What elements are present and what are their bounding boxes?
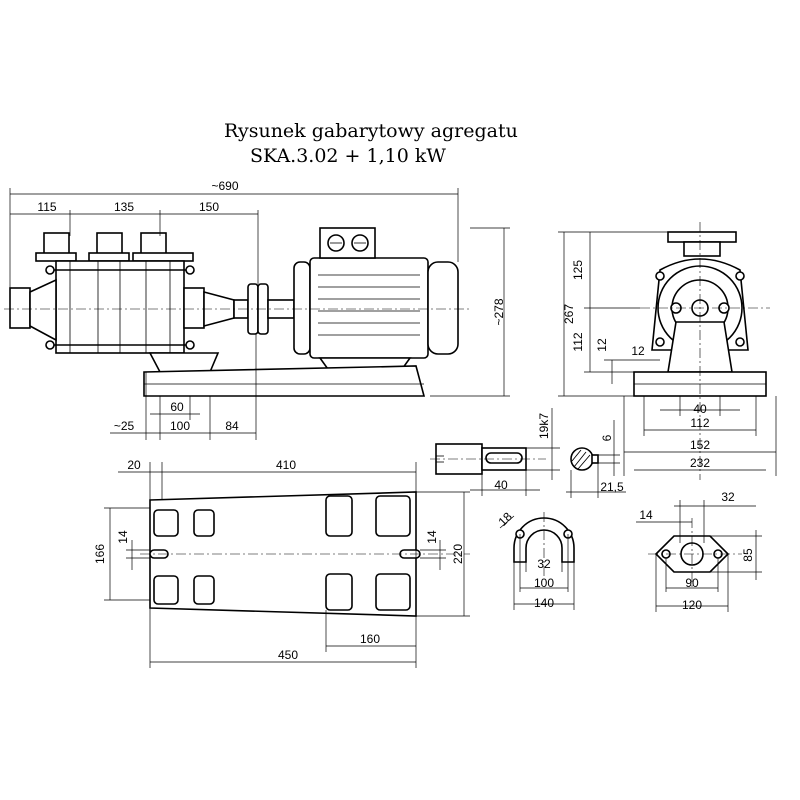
dim-shaft-fit: 19k7 <box>537 413 551 439</box>
dim-top-length: 410 <box>276 458 296 472</box>
dim-discharge-hole: 14 <box>639 508 653 522</box>
dim-height: ~278 <box>492 298 506 325</box>
dim-bottom-total: 450 <box>278 648 298 662</box>
dim-width-2: 112 <box>690 416 709 430</box>
dim-axis-height: 112 <box>571 332 585 351</box>
dim-segment-2: 135 <box>114 200 134 214</box>
side-dimensions <box>9 188 510 440</box>
dim-key-width: 6 <box>600 434 614 441</box>
dim-gap-b: 12 <box>631 344 645 358</box>
dim-discharge-bore: 32 <box>721 490 735 504</box>
dim-top-offset: 20 <box>127 458 141 472</box>
dim-discharge-hole-spacing: 90 <box>685 576 699 590</box>
dim-upper-height: 125 <box>571 260 585 280</box>
dim-slot-right: 14 <box>425 530 439 544</box>
drawing-subtitle: SKA.3.02 + 1,10 kW <box>250 145 446 167</box>
dim-section-depth: 21,5 <box>600 480 624 494</box>
dim-width-3: 152 <box>690 438 710 452</box>
dim-height-left: 166 <box>93 544 107 564</box>
shaft-section-detail: 6 21,5 <box>566 420 626 498</box>
dim-gap-a: 12 <box>595 338 609 352</box>
dim-flange-inner: 32 <box>537 557 551 571</box>
dim-segment-1: 115 <box>37 200 56 214</box>
dim-foot-offset: ~25 <box>114 419 135 433</box>
front-view: 267 125 112 12 12 40 112 152 232 <box>558 222 777 480</box>
dim-foot-to-coupling: 84 <box>225 419 239 433</box>
dim-discharge-height: 85 <box>741 548 755 562</box>
dim-flange-angle: 18 <box>495 509 515 529</box>
discharge-flange-detail: 14 32 85 90 120 <box>636 490 762 612</box>
dim-foot-spacing: 60 <box>170 400 184 414</box>
pump-casing <box>9 232 235 373</box>
front-dimensions <box>558 231 777 476</box>
dim-bottom-inner: 160 <box>360 632 380 646</box>
side-view: ~690 115 135 150 ~278 60 ~25 100 84 <box>4 179 510 440</box>
dim-height-right: 220 <box>451 544 465 564</box>
dim-width-4: 232 <box>690 456 710 470</box>
dim-discharge-width: 120 <box>682 598 702 612</box>
dim-total-height: 267 <box>562 304 576 324</box>
drawing-title: Rysunek gabarytowy agregatu <box>224 120 518 142</box>
dim-overall-length: ~690 <box>211 179 238 193</box>
dim-shaft-length: 40 <box>494 478 508 492</box>
shaft-end-detail: 19k7 40 <box>430 408 560 496</box>
base-plate-dimensions <box>104 462 470 668</box>
dim-foot-span: 100 <box>170 419 190 433</box>
dim-width-1: 40 <box>693 402 707 416</box>
dim-flange-hole-spacing: 100 <box>534 576 554 590</box>
dim-slot-left: 14 <box>116 530 130 544</box>
base-plate-plan: 20 410 166 14 14 220 160 450 <box>93 458 470 668</box>
dim-segment-3: 150 <box>199 200 219 214</box>
dim-flange-width: 140 <box>534 596 554 610</box>
motor <box>293 227 459 373</box>
suction-flange-detail: 18 32 100 140 <box>495 509 575 610</box>
base-plate-side <box>143 365 426 397</box>
